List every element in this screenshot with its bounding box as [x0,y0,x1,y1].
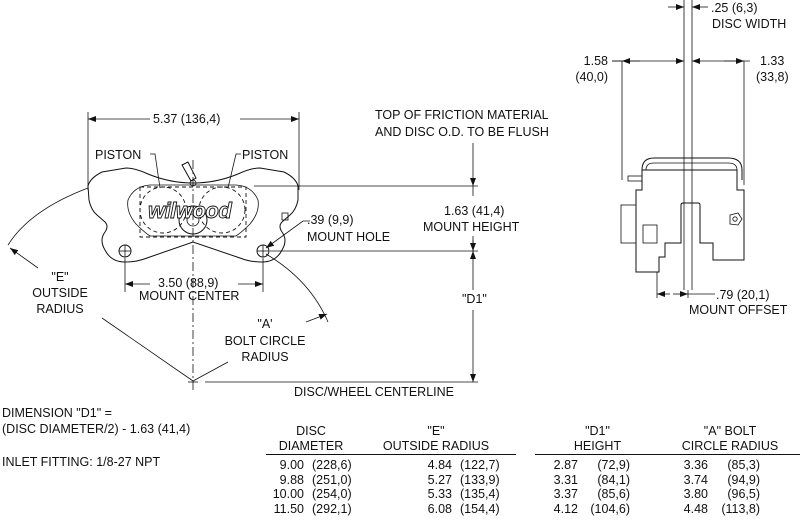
mount-center-label: MOUNT CENTER [139,289,240,303]
mount-hole-label: MOUNT HOLE [307,230,391,244]
wilwood-logo: wilwood [148,198,232,223]
mount-center-value: 3.50 (88,9) [158,276,219,290]
flush-note-line1: TOP OF FRICTION MATERIAL [375,108,549,122]
piston-right-label: PISTON [242,148,289,162]
piston-leader-right [227,153,241,189]
table-row: 9.88(251,0) 5.27(133,9) 3.31(84,1) 3.74(… [279,472,760,487]
d1-label: "D1" [462,292,487,306]
left-offset-metric: (40,0) [575,70,608,84]
piston-side [620,204,637,244]
table-body: 9.00(228,6) 4.84(122,7) 2.87(72,9) 3.36(… [268,458,760,516]
d1-formula-line1: DIMENSION "D1" = [2,406,112,420]
bleeder-side [627,175,643,182]
e-radius-arc [7,187,89,246]
bleeder-screw [181,161,197,182]
mount-height-label: MOUNT HEIGHT [423,220,520,234]
e-radius-line [101,317,194,382]
piston-right-hidden [198,186,246,234]
flush-note-line2: AND DISC O.D. TO BE FLUSH [375,125,549,139]
header-d1-height: "D1"HEIGHT [535,424,660,455]
inlet-fitting-note: INLET FITTING: 1/8-27 NPT [2,455,161,469]
d1-formula-line2: (DISC DIAMETER/2) - 1.63 (41,4) [2,422,191,436]
mount-hole-value: .39 (9,9) [307,213,354,227]
piston-housing-hidden-line [139,186,247,238]
caliper-inner-contour [127,184,259,237]
mount-offset-value: .79 (20,1) [716,288,770,302]
disc-width-label: DISC WIDTH [712,17,787,31]
a-radius-line [192,361,229,382]
disc-width-value: .25 (6,3) [711,1,758,15]
table-row: 10.00(254,0) 5.33(135,4) 3.37(85,6) 3.80… [272,487,760,501]
piston-left-label: PISTON [95,148,142,162]
right-offset-value: 1.33 [760,54,785,68]
mount-offset-label: MOUNT OFFSET [689,303,788,317]
overall-width-value: 5.37 (136,4) [153,112,221,126]
side-view [612,0,750,298]
front-view: wilwood [7,112,478,390]
caliper-side-body [635,169,745,273]
inlet-fitting [281,212,289,221]
mount-height-value: 1.63 (41,4) [444,204,505,218]
inlet-fitting-side [729,212,743,226]
e-label-line1: "E" [51,270,69,284]
table-row: 9.00(228,6) 4.84(122,7) 2.87(72,9) 3.36(… [279,458,760,472]
header-e-outside-radius: "E"OUTSIDE RADIUS [356,424,516,455]
pad-side [642,224,658,244]
caliper-side-bridge [641,157,743,180]
right-offset-metric: (33,8) [756,70,789,84]
e-label-line2: OUTSIDE [32,286,88,300]
a-radius-arc [265,253,329,323]
a-label-line3: RADIUS [241,350,289,364]
a-radius-leader [305,313,328,323]
e-radius-leader [9,247,39,269]
centerline-label: DISC/WHEEL CENTERLINE [294,385,454,399]
piston-left-hidden [139,186,187,234]
a-label-line1: "A' [257,317,273,331]
table-row: 11.50(292,1) 6.08(154,4) 4.12(104,6) 4.4… [273,501,760,516]
left-offset-value: 1.58 [583,54,608,68]
piston-leader-left [150,153,161,189]
mount-hole-leader [265,220,310,249]
e-label-line3: RADIUS [36,302,84,316]
caliper-body-outline [87,167,299,263]
a-label-line2: BOLT CIRCLE [224,334,306,348]
